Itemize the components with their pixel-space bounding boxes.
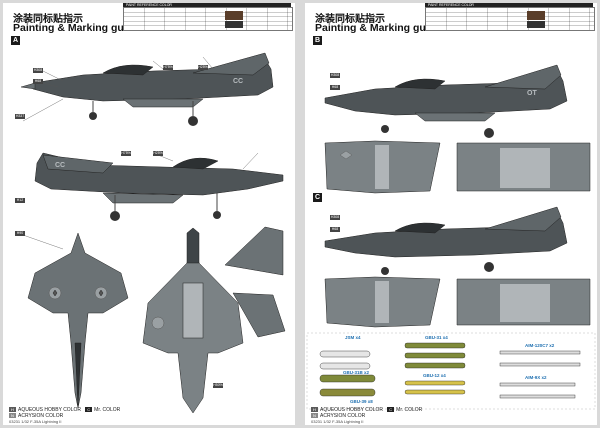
weapon-label-gbu31b: GBU-31B x2 bbox=[343, 370, 370, 375]
callout-chip: H90 bbox=[15, 231, 25, 236]
section-a-marker: A bbox=[11, 36, 20, 45]
page-title-cn: 涂装同标贴指示 bbox=[315, 14, 385, 25]
paint-swatch bbox=[527, 11, 545, 20]
weapon-label-gbu12: GBU-12 x4 bbox=[423, 373, 446, 378]
callout-chip: H25% bbox=[198, 65, 208, 70]
callout-chip: H308 bbox=[330, 215, 340, 220]
aircraft-drawings-right: OT bbox=[306, 64, 596, 410]
tail-code: CC bbox=[233, 78, 243, 85]
left-page: 涂装同标贴指示 Painting & Marking guide PAINT R… bbox=[3, 3, 295, 425]
page-title-en: Painting & Marking guide bbox=[315, 22, 442, 34]
paint-swatch bbox=[225, 21, 243, 28]
right-page: 涂装同标贴指示 Painting & Marking guide PAINT R… bbox=[305, 3, 597, 425]
weapon-label-aim9x: AIM-9X x2 bbox=[525, 375, 547, 380]
f35-plan-view bbox=[27, 232, 129, 409]
paint-table bbox=[425, 7, 595, 31]
callout-chip: H50% bbox=[213, 383, 223, 388]
vertical-tail-lower bbox=[232, 292, 286, 338]
paint-table bbox=[123, 7, 293, 31]
f35-side-view-middle bbox=[34, 152, 284, 204]
page-footer: 03231 1/32 F-35A Lightning II bbox=[9, 419, 62, 424]
callout-chip: H308 bbox=[33, 68, 43, 73]
vertical-tail-upper bbox=[224, 226, 284, 276]
f35-side-view-c bbox=[324, 206, 568, 258]
paint-table-header: PAINT REFERENCE COLOR bbox=[123, 3, 291, 7]
callout-chip: H68 bbox=[330, 85, 340, 90]
weapon-label-aim120: AIM-120C7 x2 bbox=[525, 343, 555, 348]
callout-chip: H68 bbox=[33, 79, 43, 84]
paint-swatch bbox=[225, 11, 243, 20]
svg-text:CC: CC bbox=[55, 162, 65, 169]
callout-chip: H75% bbox=[163, 65, 173, 70]
section-b-marker: B bbox=[313, 36, 322, 45]
weapon-label-gbu39: GBU-39 x8 bbox=[350, 399, 373, 404]
callout-chip: H25% bbox=[153, 151, 163, 156]
f35-side-view-b bbox=[324, 64, 568, 122]
callout-chip: H12 bbox=[15, 198, 25, 203]
paint-table-header: PAINT REFERENCE COLOR bbox=[425, 3, 593, 7]
callout-chip: H337 bbox=[15, 114, 25, 119]
callout-chip: H308 bbox=[330, 73, 340, 78]
weapon-label-gbu31: GBU-31 x4 bbox=[425, 335, 448, 340]
page-footer: 03231 1/32 F-35A Lightning II bbox=[311, 419, 364, 424]
aircraft-drawings: CC CC bbox=[20, 52, 286, 414]
svg-text:OT: OT bbox=[527, 90, 537, 97]
f35-underside-view bbox=[142, 227, 244, 414]
page-title-en: Painting & Marking guide bbox=[13, 22, 140, 34]
weapons-row bbox=[319, 342, 581, 399]
paint-swatch bbox=[527, 21, 545, 28]
callout-chip: H68 bbox=[330, 227, 340, 232]
callout-chip: H75% bbox=[121, 151, 131, 156]
weapon-label-jsm: JSM x4 bbox=[345, 335, 361, 340]
section-c-marker: C bbox=[313, 193, 322, 202]
f35-side-view-top bbox=[20, 52, 274, 108]
page-title-cn: 涂装同标贴指示 bbox=[13, 14, 83, 25]
